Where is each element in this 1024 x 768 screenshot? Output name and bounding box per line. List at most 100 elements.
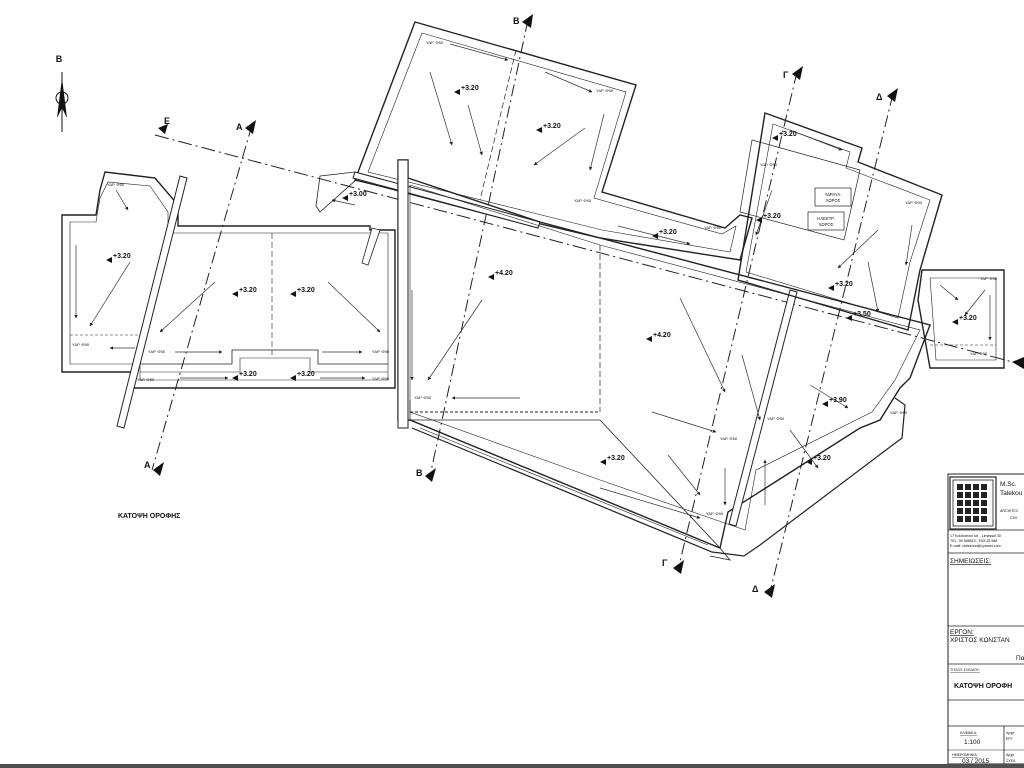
date-label: ΗΜΕΡΟΜΗΝΙΑ: <box>952 753 978 757</box>
left-wing-slope-arrows <box>74 189 381 380</box>
section-label-a-top: A <box>236 122 243 132</box>
firm-name-line2: Talekou <box>1000 490 1023 497</box>
room2-label-line2: ΧΩΡΟΣ <box>819 222 834 227</box>
svg-text:+3.20: +3.20 <box>543 123 561 130</box>
svg-text:+3.20: +3.20 <box>113 253 131 260</box>
svg-text:+3.20: +3.20 <box>659 229 677 236</box>
level-marker: +3.90 <box>822 397 847 407</box>
drain-label: ΥΔΡ. Φ50 <box>890 410 908 415</box>
level-marker: +3.20 <box>806 455 831 465</box>
section-label-e: E <box>164 116 170 126</box>
section-marker-e-icon <box>158 124 168 134</box>
level-marker: +3.20 <box>652 229 677 239</box>
title-block: M.Sc. Talekou ARCHITEC CIVI 17 Kolokotro… <box>947 473 1024 765</box>
firm-logo <box>949 476 997 530</box>
level-marker: +3.50 <box>846 311 871 321</box>
cell-c: Αρχιτ <box>1006 753 1015 757</box>
left-wing-roof <box>61 171 396 429</box>
level-marker: +3.20 <box>756 213 781 223</box>
plan-title: ΚΑΤΟΨΗ ΟΡΟΦΗΣ <box>118 513 180 520</box>
level-marker: +3.20 <box>290 371 315 381</box>
section-lines <box>151 19 894 593</box>
drain-label: ΥΔΡ. Φ50 <box>107 182 125 187</box>
viewer-bottom-bar <box>0 764 1024 768</box>
upper-block-slope-arrows <box>331 43 691 245</box>
section-label-g-bottom: Γ <box>662 558 668 568</box>
level-marker: +3.20 <box>828 281 853 291</box>
svg-text:+3.20: +3.20 <box>835 281 853 288</box>
cell-b: ΕΡΓ <box>1006 737 1013 741</box>
level-marker: +3.20 <box>772 131 797 141</box>
section-label-d-bottom: Δ <box>752 584 759 594</box>
drain-label: ΥΔΡ. Φ50 <box>137 377 155 382</box>
firm-address: 17 Kolokotroni str. , Limassol 30 <box>950 534 1001 538</box>
level-marker: +3.20 <box>290 287 315 297</box>
drain-label: ΥΔΡ. Φ50 <box>760 162 778 167</box>
drain-label: ΥΔΡ. Φ50 <box>596 88 614 93</box>
right-block-slope-arrows <box>755 129 913 313</box>
svg-text:+3.90: +3.90 <box>829 397 847 404</box>
room-box-2 <box>807 211 845 231</box>
svg-text:+3.20: +3.20 <box>239 371 257 378</box>
drain-label: ΥΔΡ. Φ50 <box>148 349 166 354</box>
drain-label: ΥΔΡ. Φ50 <box>970 351 988 356</box>
room1-label-line2: ΧΩΡΟΣ <box>826 198 841 203</box>
level-markers: +3.20 +3.20 +3.20 +3.20 +3.20 +3.20 +3.2… <box>106 85 977 465</box>
level-marker: +4.20 <box>488 270 513 280</box>
section-label-b-bottom: B <box>416 468 423 478</box>
section-label-g-top: Γ <box>783 70 789 80</box>
drain-label: ΥΔΡ. Φ50 <box>574 198 592 203</box>
level-marker: +3.20 <box>232 287 257 297</box>
project-sub: Πα <box>1016 655 1024 662</box>
level-marker: +3.20 <box>106 253 131 263</box>
drain-label: ΥΔΡ. Φ50 <box>767 416 785 421</box>
svg-text:+3.20: +3.20 <box>813 455 831 462</box>
svg-text:+3.00: +3.00 <box>349 191 367 198</box>
section-label-b-top: B <box>513 16 520 26</box>
central-block-slope-arrows <box>410 290 849 519</box>
section-label-a-bottom: A <box>144 460 151 470</box>
scale-value: 1:100 <box>964 739 981 746</box>
level-marker: +3.20 <box>600 455 625 465</box>
section-label-d-top: Δ <box>876 92 883 102</box>
drain-label: ΥΔΡ. Φ50 <box>372 349 390 354</box>
drain-label: ΥΔΡ. Φ50 <box>720 436 738 441</box>
cell-d: ΣΧΕΔ <box>1006 759 1016 763</box>
cell-a: Αρχιτ <box>1006 731 1015 735</box>
room-box-1 <box>814 187 852 207</box>
drain-label: ΥΔΡ. Φ50 <box>905 200 923 205</box>
drain-label: ΥΔΡ. Φ50 <box>72 342 90 347</box>
drain-label: ΥΔΡ. Φ50 <box>426 40 444 45</box>
room2-label-line1: ΗΛΕΚΤΡ. <box>817 216 834 221</box>
section-markers: A A B B Γ Γ Δ Δ <box>144 14 898 598</box>
firm-name-line4: CIVI <box>1010 516 1017 520</box>
section-line-e: E <box>154 116 1024 369</box>
drain-label: ΥΔΡ. Φ50 <box>704 225 722 230</box>
central-block-roof <box>397 159 931 561</box>
svg-text:+4.20: +4.20 <box>495 270 513 277</box>
firm-name-line3: ARCHITEC <box>1000 509 1019 513</box>
project-label: ΕΡΓΟΝ: <box>950 629 974 636</box>
level-marker: +3.20 <box>536 123 561 133</box>
svg-text:+3.20: +3.20 <box>461 85 479 92</box>
drain-label: ΥΔΡ. Φ50 <box>414 395 432 400</box>
project-name: ΧΡΙΣΤΟΣ ΚΩΝΣΤΑΝ <box>950 637 1010 644</box>
level-marker: +3.20 <box>232 371 257 381</box>
firm-email: E-mail: ctalekouri@cytanet.com <box>950 544 1001 548</box>
svg-text:+3.20: +3.20 <box>607 455 625 462</box>
level-marker: +4.20 <box>646 332 671 342</box>
drawing-title: ΚΑΤΟΨΗ ΟΡΟΦΗ <box>954 683 1012 690</box>
svg-text:+3.20: +3.20 <box>297 371 315 378</box>
svg-text:+3.50: +3.50 <box>853 311 871 318</box>
right-block-roof <box>737 112 943 331</box>
svg-text:+3.20: +3.20 <box>779 131 797 138</box>
svg-text:+3.20: +3.20 <box>297 287 315 294</box>
svg-text:+3.20: +3.20 <box>239 287 257 294</box>
date-value: 03 / 2015 <box>962 758 989 765</box>
north-arrow: B <box>55 54 69 132</box>
firm-name-line1: M.Sc. <box>1000 481 1017 488</box>
notes-label: ΣΗΜΕΙΩΣΕΙΣ: <box>950 558 991 565</box>
drain-labels: ΥΔΡ. Φ50 ΥΔΡ. Φ50 ΥΔΡ. Φ50 ΥΔΡ. Φ50 ΥΔΡ.… <box>72 40 998 516</box>
level-marker: +3.20 <box>952 315 977 325</box>
